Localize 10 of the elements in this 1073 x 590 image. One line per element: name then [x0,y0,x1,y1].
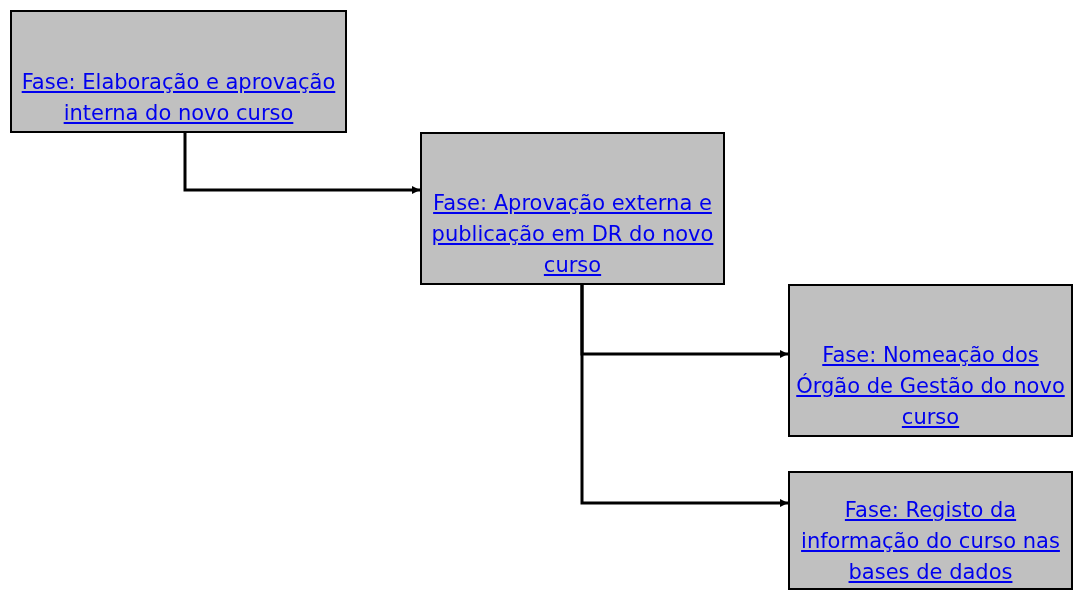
phase-box [788,284,1073,437]
phase-box [788,471,1073,590]
phase-box [10,10,347,133]
phase-link: Fase: Aprovação externa e publicação em DR do novo curso [430,190,715,279]
connector-arrow [580,285,788,507]
phase-box [420,132,725,285]
phase-link: Fase: Registo da informação do curso nas bases de dados [800,497,1061,586]
phase-link: Fase: Elaboração e aprovação interna do novo curso [20,69,337,127]
phase-link: Fase: Nomeação dos Órgão de Gestão do novo curso [796,342,1065,431]
connector-arrow [183,133,420,194]
